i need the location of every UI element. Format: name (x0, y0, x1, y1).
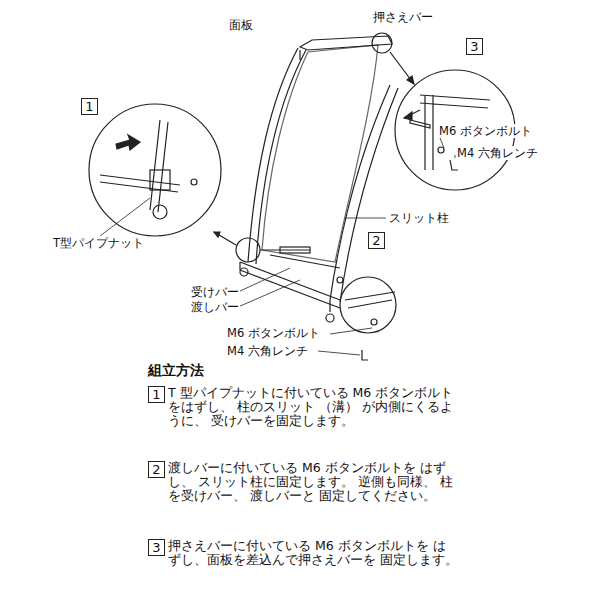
part-name: M6 ボタンボルト (438, 124, 533, 138)
part-name: M4 六角レンチ (226, 344, 309, 358)
callout-number: 2 (368, 232, 385, 249)
step-text: 渡しバーに付いている M6 ボタンボルトを はずし、 スリット柱に固定します。 … (168, 461, 458, 503)
part-name: 渡しバー (190, 300, 240, 314)
step-number: 1 (148, 386, 165, 403)
section-title: 組立方法 (148, 362, 204, 378)
step-text: 押さえバーに付いている M6 ボタンボルトを はずし、面板を差込んで押さえバーを… (168, 539, 458, 567)
step-number: 2 (148, 461, 165, 478)
part-name: 面板 (228, 18, 254, 32)
part-name: M4 六角レンチ (456, 146, 539, 160)
part-name: T型パイプナット (52, 236, 145, 250)
step-number: 3 (148, 539, 165, 556)
part-name: 受けバー (190, 285, 240, 299)
part-name: 押さえバー (372, 10, 434, 24)
step-text: T 型パイプナットに付いている M6 ボタンボルトをはずし、 柱のスリット （溝… (168, 386, 458, 428)
callout-number: 3 (466, 38, 483, 55)
part-name: M6 ボタンボルト (226, 326, 321, 340)
part-name: スリット柱 (388, 211, 450, 225)
callout-number: 1 (81, 98, 98, 115)
